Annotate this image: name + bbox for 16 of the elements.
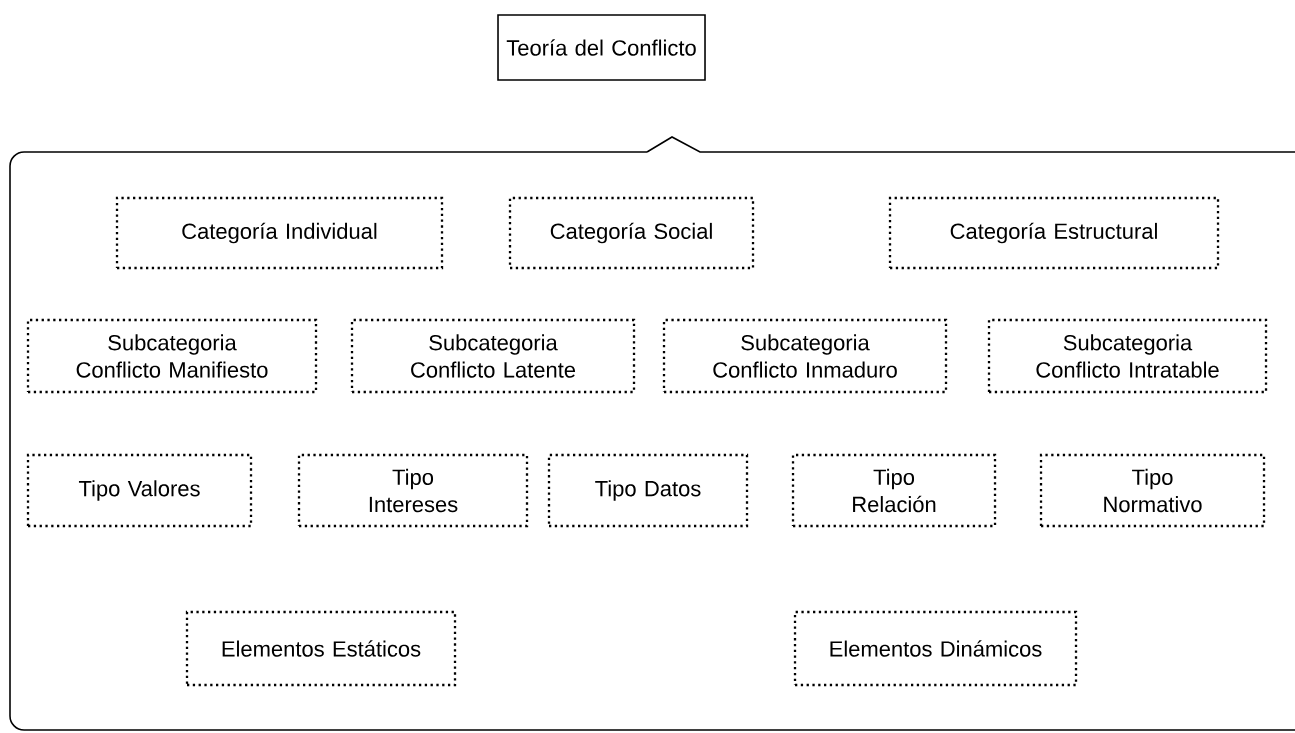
category-box: Tipo Relación — [791, 453, 997, 528]
category-box: Categoría Individual — [115, 196, 444, 270]
category-box: Tipo Datos — [547, 453, 749, 528]
category-box: Subcategoria Conflicto Inmaduro — [662, 318, 948, 394]
category-box: Tipo Intereses — [297, 453, 529, 528]
category-box: Tipo Valores — [26, 453, 253, 528]
category-box: Subcategoria Conflicto Latente — [350, 318, 636, 394]
category-box: Elementos Dinámicos — [793, 610, 1078, 687]
callout-panel — [9, 136, 1295, 731]
title-box: Teoría del Conflicto — [497, 14, 706, 81]
category-box: Tipo Normativo — [1039, 453, 1266, 528]
category-box: Categoría Estructural — [888, 196, 1220, 270]
category-box: Categoría Social — [508, 196, 755, 270]
category-box: Subcategoria Conflicto Intratable — [987, 318, 1268, 394]
category-box: Subcategoria Conflicto Manifiesto — [26, 318, 318, 394]
category-box: Elementos Estáticos — [185, 610, 457, 687]
